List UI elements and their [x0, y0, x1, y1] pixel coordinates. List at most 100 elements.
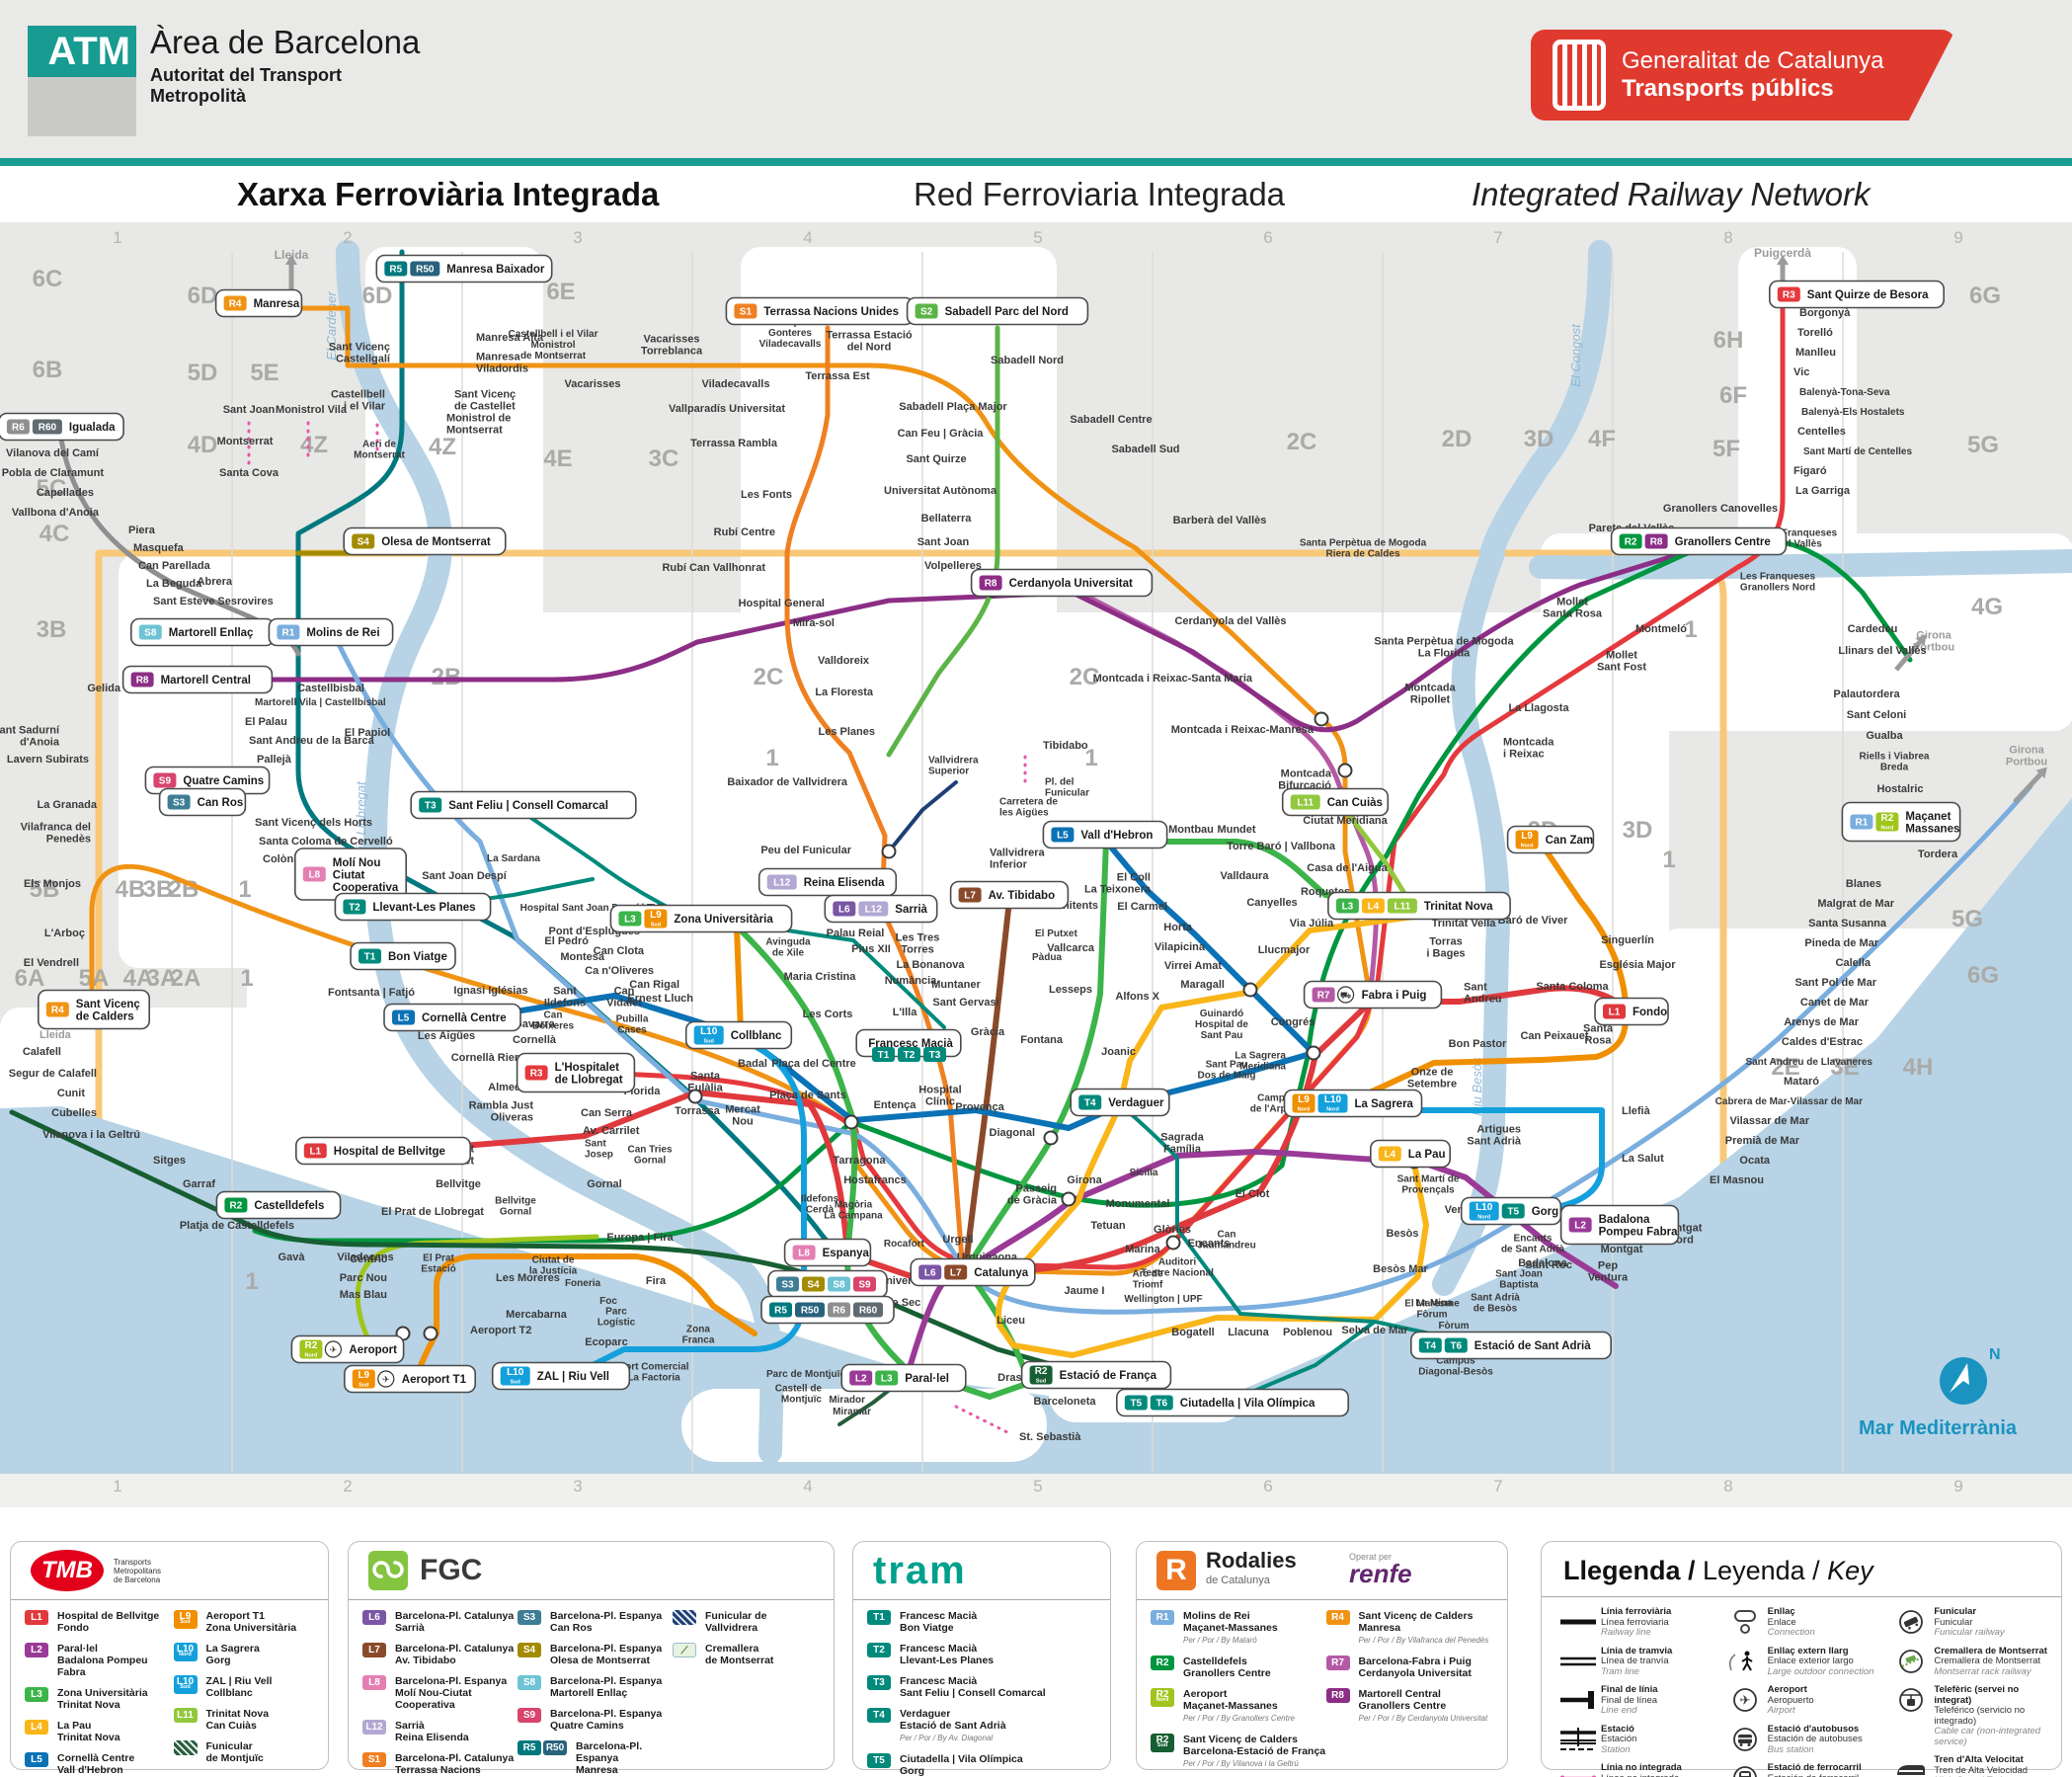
station-label: Calafell	[23, 1046, 61, 1058]
train-icon	[1732, 1766, 1757, 1777]
svg-text:Hospital de Bellvitge: Hospital de Bellvitge	[334, 1146, 445, 1158]
svg-text:L3: L3	[624, 915, 636, 926]
svg-text:Sud: Sud	[359, 1383, 368, 1389]
rail-icon	[1560, 1619, 1596, 1625]
grid-number: 6	[1263, 1477, 1272, 1495]
station-label: La Garriga	[1795, 485, 1851, 497]
station-label: Sabadell Sud	[1111, 444, 1179, 455]
station-label: Santa Susanna	[1808, 918, 1887, 929]
station-label: Rubí Centre	[714, 526, 775, 538]
legend-chip-T1: T1	[867, 1610, 891, 1625]
station-label: Trinitat Vella	[1432, 918, 1497, 929]
svg-text:R4: R4	[51, 1006, 64, 1016]
station-label: Monumental	[1106, 1198, 1170, 1210]
station-label: Badal	[738, 1058, 767, 1070]
line-chip-R7	[1312, 987, 1335, 1003]
station-label: La Beguda	[146, 578, 202, 590]
svg-text:Gorg: Gorg	[1532, 1206, 1558, 1218]
svg-text:L8: L8	[308, 870, 320, 881]
station-label: La Sardana	[487, 853, 540, 864]
svg-text:T6: T6	[1156, 1399, 1167, 1410]
line-chip-S9	[853, 1276, 876, 1292]
station-label: Alfons X	[1115, 991, 1159, 1003]
line-chip-T2	[343, 899, 366, 915]
atm-logo-mark: ATM	[28, 26, 136, 77]
svg-text:Fabra i Puig: Fabra i Puig	[1362, 990, 1427, 1002]
zone-label: 2C	[754, 664, 784, 690]
station-label: La Granada	[37, 799, 97, 811]
legend-chip-S9: S9	[518, 1708, 541, 1723]
zone-label: 4B	[116, 876, 146, 903]
line-chip-L8	[792, 1245, 816, 1260]
zone-label: 1	[245, 1268, 258, 1295]
station-label: L'Arboç	[44, 928, 85, 939]
station-label: Cèntric	[350, 1253, 387, 1265]
svg-text:Sud: Sud	[511, 1380, 520, 1386]
station-label: Palautordera	[1833, 688, 1900, 700]
grid-number: 2	[343, 228, 352, 247]
station-label: Gràcia	[971, 1026, 1005, 1038]
grid-number: 8	[1723, 1477, 1732, 1495]
line-l9s2	[734, 926, 744, 1034]
line-l7	[963, 898, 1012, 1267]
station-label: Balenyà-Els Hostalets	[1801, 407, 1905, 418]
line-chip-L12	[858, 901, 889, 917]
zone-label: 2C	[1287, 429, 1317, 455]
station-label: Rocafort	[884, 1239, 925, 1250]
station-label: Segur de Calafell	[9, 1068, 97, 1080]
svg-text:T4: T4	[1084, 1098, 1096, 1109]
station-label: Plaça del Centre	[771, 1058, 856, 1070]
station-label: Viladecans	[337, 1252, 393, 1263]
svg-text:T1: T1	[364, 952, 376, 963]
line-chip-L4	[1378, 1146, 1401, 1162]
key-item: Estació de ferrocarrilEstación de ferroc…	[1722, 1762, 1889, 1777]
legend-chip-R4: R4	[1325, 1610, 1350, 1625]
station-label: Els Monjos	[24, 878, 81, 890]
zone-label: 4G	[1971, 594, 2003, 620]
station-label: Parc Nou	[340, 1272, 387, 1284]
station-label: El Prat de Llobregat	[381, 1206, 484, 1218]
svg-text:Sud: Sud	[1036, 1379, 1046, 1385]
arrow-head	[1777, 255, 1789, 265]
teal-divider	[0, 158, 2072, 166]
svg-text:L5: L5	[398, 1013, 410, 1024]
svg-text:S4: S4	[358, 537, 370, 548]
station-label: Bogatell	[1171, 1327, 1214, 1338]
svg-text:Cornellà Centre: Cornellà Centre	[422, 1012, 507, 1024]
station-label: Montmeló	[1635, 623, 1687, 635]
svg-text:Martorell Enllaç: Martorell Enllaç	[169, 627, 254, 639]
svg-text:L4: L4	[1368, 902, 1380, 913]
station-label: Via Júlia	[1290, 918, 1334, 929]
zone-label: 4D	[188, 432, 218, 458]
direction-arrow	[1894, 640, 1922, 672]
svg-text:Paral·lel: Paral·lel	[905, 1373, 949, 1385]
arrow-head	[1915, 634, 1927, 646]
nonint-icon	[1559, 1775, 1597, 1777]
station-label: Can Peixauet	[1520, 1030, 1588, 1042]
